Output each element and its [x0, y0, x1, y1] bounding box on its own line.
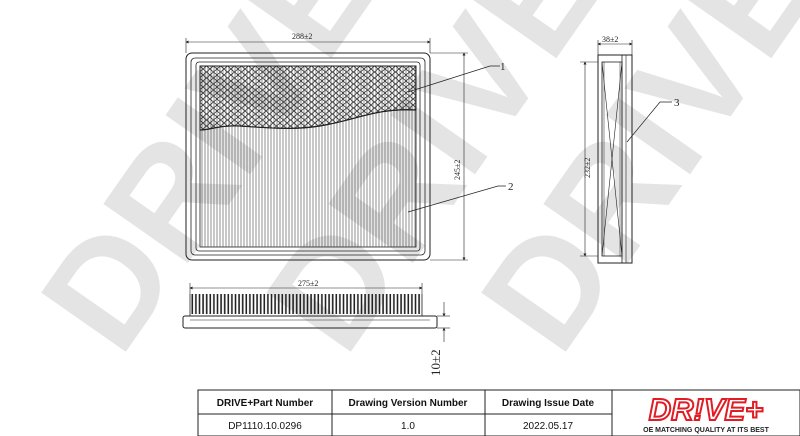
dim-bottom-thickness	[437, 302, 450, 342]
callout-3: 3	[674, 97, 680, 109]
dim-bottom-width-label: 275±2	[298, 279, 318, 288]
side-frame-outer	[597, 54, 633, 264]
frame-outer	[185, 52, 431, 261]
callout-1: 1	[500, 61, 506, 73]
callout-leaders	[407, 65, 672, 213]
dim-top-width-label: 288±2	[292, 32, 312, 41]
logo-tagline: OE MATCHING QUALITY AT ITS BEST	[643, 427, 769, 434]
dim-side-height-label: 232±2	[583, 158, 592, 178]
frame-inner	[190, 57, 426, 256]
filter-front-view	[182, 294, 438, 329]
dim-side-height	[580, 61, 598, 257]
drive-logo: DR!VE+ OE MATCHING QUALITY AT ITS BEST	[643, 391, 769, 434]
callout-2: 2	[508, 181, 514, 193]
header-issue-date: Drawing Issue Date	[502, 398, 595, 409]
logo-text: DR!VE+	[649, 392, 764, 427]
dim-top-height-label: 245±2	[453, 160, 462, 180]
front-frame	[182, 315, 438, 329]
frame-inner-2	[195, 61, 421, 252]
mesh-edge	[199, 109, 417, 131]
dim-top-width	[185, 38, 431, 53]
dim-side-depth-label: 38±2	[602, 35, 618, 44]
header-version: Drawing Version Number	[349, 398, 468, 409]
value-issue-date: 2022.05.17	[523, 421, 573, 432]
filter-top-view	[185, 52, 431, 261]
dim-top-height	[430, 52, 468, 261]
pleat-teeth	[190, 294, 422, 314]
dim-side-depth	[597, 40, 633, 55]
dim-bottom-thickness-label: 10±2	[428, 349, 443, 376]
filter-side-view	[597, 54, 633, 264]
title-block	[197, 389, 800, 436]
value-version: 1.0	[401, 421, 415, 432]
dim-bottom-width	[189, 283, 423, 294]
value-part-number: DP1110.10.0296	[228, 421, 302, 432]
header-part-number: DRIVE+Part Number	[217, 398, 314, 409]
